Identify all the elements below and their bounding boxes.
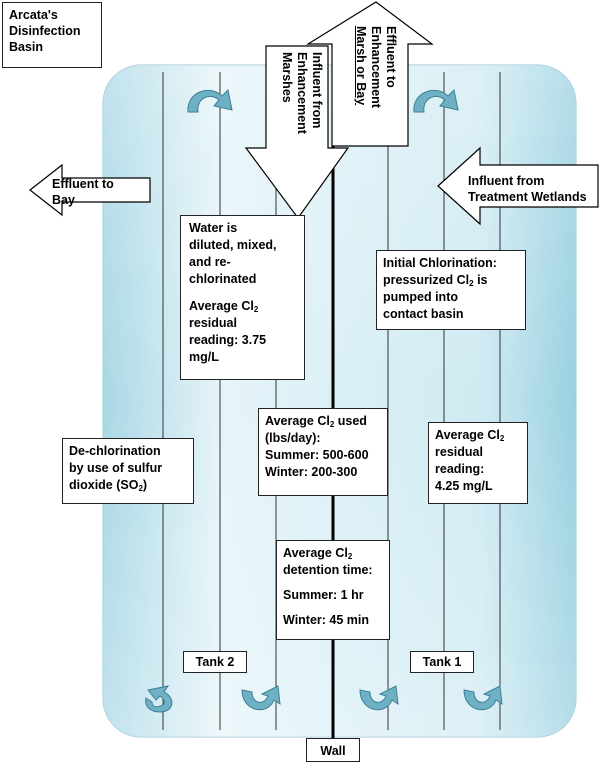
influent-from-wetlands-label: Influent from Treatment Wetlands: [468, 174, 587, 204]
cl2-used-box: Average Cl2 used (lbs/day): Summer: 500-…: [258, 408, 388, 496]
wall-label: Wall: [306, 738, 360, 762]
effluent-to-marsh-label: Effluent to Enhancement Marsh or Bay: [354, 26, 398, 108]
residual-right-box: Average Cl2 residual reading: 4.25 mg/L: [428, 422, 528, 504]
title-box: Arcata's Disinfection Basin: [2, 2, 102, 68]
title-line: Basin: [9, 40, 44, 54]
tank-2-label: Tank 2: [183, 651, 247, 673]
initial-chlorination-box: Initial Chlorination: pressurized Cl2 is…: [376, 250, 526, 330]
title-line: Arcata's: [9, 8, 58, 22]
tank-1-label: Tank 1: [410, 651, 474, 673]
influent-from-marshes-label: Influent from Enhancement Marshes: [280, 52, 324, 134]
water-diluted-box: Water is diluted, mixed, and re- chlorin…: [180, 215, 305, 380]
title-line: Disinfection: [9, 24, 81, 38]
detention-time-box: Average Cl2 detention time: Summer: 1 hr…: [276, 540, 390, 640]
dechlorination-box: De-chlorination by use of sulfur dioxide…: [62, 438, 194, 504]
effluent-to-bay-label: Effluent to Bay: [52, 177, 114, 207]
flow-arrow-icon: [145, 88, 503, 713]
influent-from-wetlands-arrow: [437, 146, 599, 226]
effluent-to-marsh-arrow: [305, 1, 434, 147]
effluent-to-bay-arrow: [29, 163, 151, 217]
